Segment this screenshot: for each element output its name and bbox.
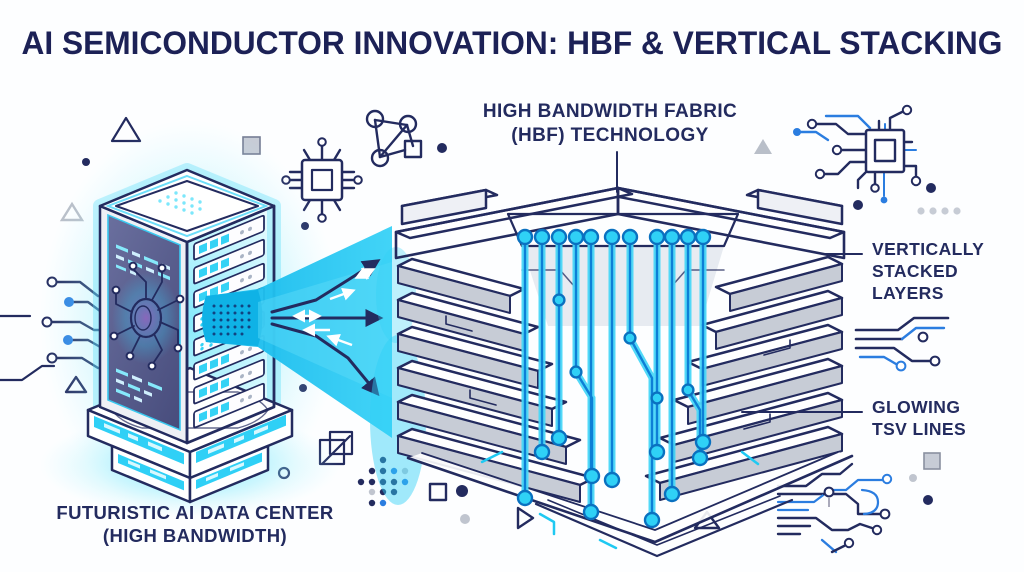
tsv-lines [480,228,760,550]
play-triangle-icon [516,506,535,530]
page-title: AI SEMICONDUCTOR INNOVATION: HBF & VERTI… [21,25,1003,61]
panel-circuit-art [109,261,185,371]
callout-tsv-line2: TSV LINES [872,418,967,439]
network-nodes-icon [365,109,423,168]
chip-stack [370,186,854,558]
callout-stacked-line2: STACKED [872,260,959,281]
callout-stacked-layers: VERTICALLY STACKED LAYERS [872,239,984,305]
callout-data-center: FUTURISTIC AI DATA CENTER (HIGH BANDWIDT… [30,501,360,547]
microchip-icon [281,137,363,223]
callout-hbf: HIGH BANDWIDTH FABRIC (HBF) TECHNOLOGY [420,100,800,148]
callout-lines [616,151,863,413]
callout-hbf-line1: HIGH BANDWIDTH FABRIC [482,101,738,122]
callout-stacked-line1: VERTICALLY [872,239,985,259]
callout-stacked-line3: LAYERS [872,282,944,303]
lid-dots [158,191,202,215]
callout-hbf-line2: (HBF) TECHNOLOGY [511,124,709,146]
callout-glowing-tsv: GLOWING TSV LINES [872,397,966,441]
beam-dot-grid [212,304,251,336]
server-tower [40,120,340,520]
microchip-traces-icon [793,104,922,204]
cyan-fragments [480,450,760,550]
callout-dc-line1: FUTURISTIC AI DATA CENTER [56,502,334,523]
callout-tsv-line1: GLOWING [872,397,961,417]
callout-dc-line2: (HIGH BANDWIDTH) [102,525,288,547]
circuit-trace-icon [854,316,950,372]
dot-grid [357,456,409,507]
data-beam [202,226,392,438]
circuit-trace-icon-2 [767,441,893,554]
